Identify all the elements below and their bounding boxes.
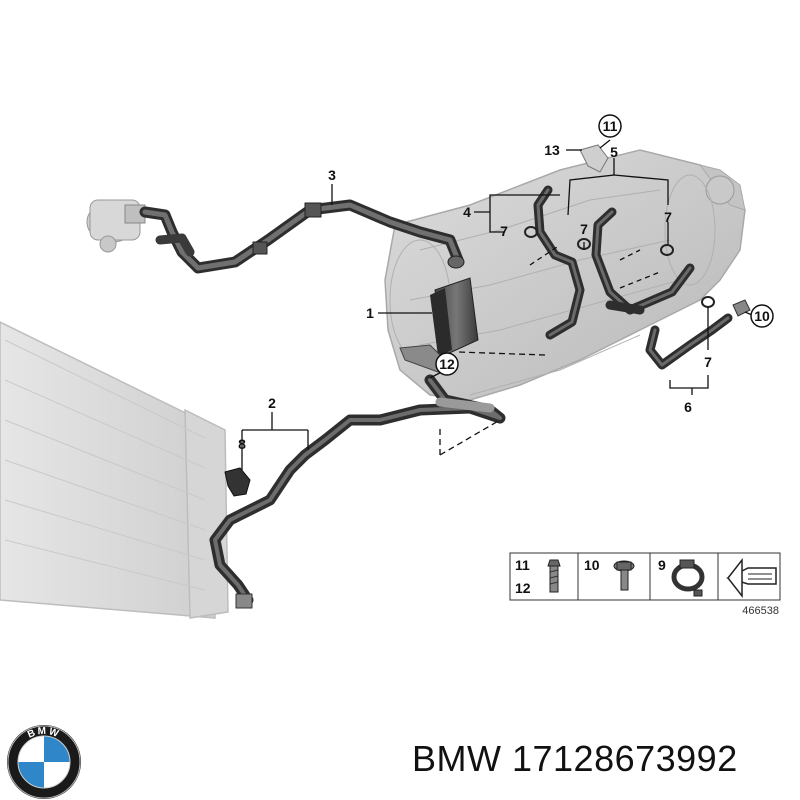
callout-6: 6 (684, 399, 692, 415)
callout-circle-11 (598, 114, 622, 138)
oil-lines (533, 185, 733, 370)
hose-2 (209, 374, 506, 609)
legend-10: 10 (584, 557, 600, 573)
callout-1: 1 (366, 305, 374, 321)
callout-8: 8 (238, 436, 246, 452)
legend-9: 9 (658, 557, 666, 573)
legend-12: 12 (515, 580, 531, 596)
oil-cooler (399, 255, 479, 373)
coolant-valve (86, 199, 146, 253)
callout-11: 11 (603, 118, 618, 134)
logo-wordmark: BMW (26, 726, 60, 741)
callout-circle-10 (750, 304, 774, 328)
image-number: 466538 (742, 605, 779, 617)
flange-bolt-icon (613, 560, 635, 591)
part-number-caption: BMW 17128673992 (412, 738, 738, 779)
bmw-logo: BMW (7, 725, 81, 799)
callout-10: 10 (754, 308, 770, 324)
callout-7c: 7 (664, 209, 672, 225)
clip-part-8 (224, 467, 251, 497)
fastener-legend: 11 12 10 9 (509, 552, 781, 601)
callout-12: 12 (439, 356, 455, 372)
callout-circle-12 (435, 352, 459, 376)
callout-4: 4 (463, 204, 471, 220)
callout-7b: 7 (580, 221, 588, 237)
callout-5: 5 (610, 144, 618, 160)
callout-7d: 7 (704, 354, 712, 370)
callout-3: 3 (328, 167, 336, 183)
forward-arrow-icon (725, 557, 777, 599)
leader-lines (241, 139, 753, 470)
radiator (0, 321, 229, 619)
callout-2: 2 (268, 395, 276, 411)
bracket-13 (579, 144, 609, 173)
callout-7a: 7 (500, 223, 508, 239)
callout-13: 13 (544, 142, 560, 158)
hose-clamp-icon (671, 559, 705, 597)
bolt-icon (547, 559, 561, 593)
legend-11: 11 (515, 557, 530, 573)
hose-3 (139, 199, 464, 274)
svg-text:BMW: BMW (26, 726, 62, 741)
